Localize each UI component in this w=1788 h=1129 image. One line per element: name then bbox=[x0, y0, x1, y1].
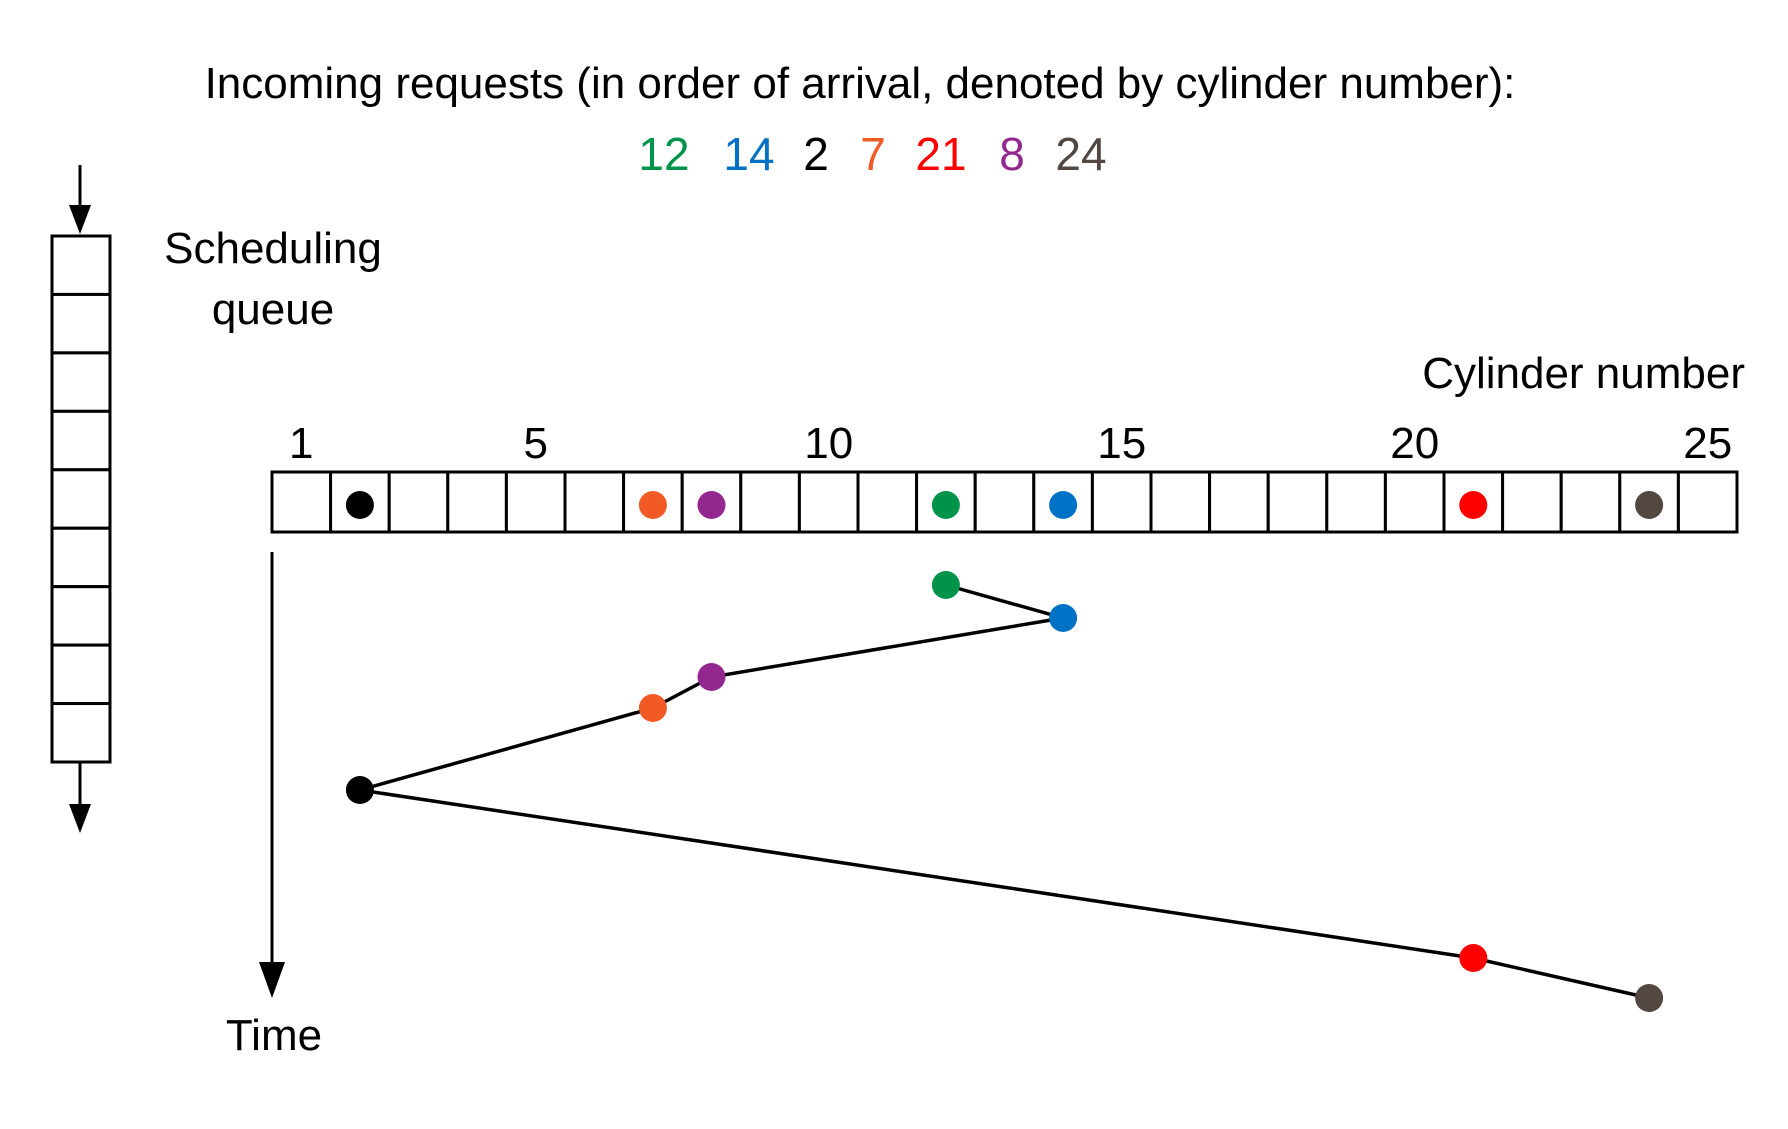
seek-point-21 bbox=[1459, 944, 1488, 972]
seek-point-12 bbox=[931, 571, 960, 599]
queue-slot bbox=[50, 702, 112, 764]
cylinder-tick-15: 15 bbox=[1097, 419, 1146, 468]
cylinder-cell-18 bbox=[1266, 470, 1329, 534]
request-item-21: 21 bbox=[915, 128, 966, 180]
seek-path-line bbox=[359, 583, 1650, 1000]
track-marker-21 bbox=[1459, 491, 1488, 519]
seek-point-14 bbox=[1049, 604, 1078, 632]
seek-point-2 bbox=[345, 776, 374, 804]
queue-slot bbox=[50, 234, 112, 296]
cylinder-cell-4 bbox=[446, 470, 508, 534]
cylinder-cell-6 bbox=[563, 470, 626, 534]
cylinder-cell-19 bbox=[1325, 470, 1387, 534]
cylinder-cell-15 bbox=[1090, 470, 1153, 534]
request-item-8: 8 bbox=[999, 128, 1025, 180]
cylinder-request-markers bbox=[345, 491, 1664, 519]
queue-slot bbox=[50, 585, 112, 647]
cylinder-cell-16 bbox=[1149, 470, 1212, 534]
cylinder-cell-10 bbox=[797, 470, 860, 534]
track-marker-8 bbox=[697, 491, 726, 519]
queue-slot bbox=[50, 468, 112, 530]
scheduling-queue bbox=[50, 165, 112, 833]
cylinder-tick-25: 25 bbox=[1683, 419, 1732, 468]
queue-slot bbox=[50, 351, 112, 413]
queue-label-line2: queue bbox=[212, 285, 334, 334]
seek-point-24 bbox=[1635, 984, 1664, 1012]
track-marker-24 bbox=[1635, 491, 1664, 519]
cylinder-tick-1: 1 bbox=[289, 419, 313, 468]
seek-point-7 bbox=[638, 694, 667, 722]
cylinder-cell-22 bbox=[1501, 470, 1563, 534]
queue-slot bbox=[50, 526, 112, 589]
cylinder-track bbox=[270, 470, 1739, 534]
cylinder-cell-3 bbox=[387, 470, 450, 534]
time-axis-arrowhead bbox=[259, 962, 285, 998]
queue-label-line1: Scheduling bbox=[164, 224, 382, 273]
seek-point-8 bbox=[697, 663, 726, 691]
queue-slots bbox=[50, 234, 112, 764]
cylinder-cell-25 bbox=[1676, 470, 1739, 534]
cylinder-tick-20: 20 bbox=[1390, 419, 1439, 468]
cylinder-tick-5: 5 bbox=[523, 419, 547, 468]
cylinder-cell-13 bbox=[973, 470, 1036, 534]
request-item-2: 2 bbox=[803, 128, 829, 180]
track-marker-12 bbox=[931, 491, 960, 519]
head-movement-path bbox=[345, 571, 1664, 1012]
queue-entry-arrowhead bbox=[69, 205, 91, 234]
diagram-title: Incoming requests (in order of arrival, … bbox=[205, 59, 1516, 108]
track-marker-7 bbox=[638, 491, 667, 519]
cylinder-axis-label: Cylinder number bbox=[1422, 349, 1745, 398]
cylinder-cell-11 bbox=[856, 470, 919, 534]
cylinder-cell-20 bbox=[1383, 470, 1446, 534]
cylinder-cell-5 bbox=[504, 470, 567, 534]
queue-slot bbox=[50, 643, 112, 706]
request-item-24: 24 bbox=[1055, 128, 1106, 180]
cylinder-cell-23 bbox=[1559, 470, 1622, 534]
track-marker-14 bbox=[1049, 491, 1078, 519]
request-item-12: 12 bbox=[638, 128, 689, 180]
cylinder-cell-1 bbox=[270, 470, 333, 534]
cylinder-cell-9 bbox=[739, 470, 801, 534]
queue-slot bbox=[50, 292, 112, 355]
track-marker-2 bbox=[345, 491, 374, 519]
queue-exit-arrowhead bbox=[69, 804, 91, 833]
request-item-7: 7 bbox=[860, 128, 886, 180]
time-axis-label: Time bbox=[226, 1011, 322, 1060]
cylinder-cell-17 bbox=[1208, 470, 1270, 534]
cylinder-tick-10: 10 bbox=[804, 419, 853, 468]
request-item-14: 14 bbox=[723, 128, 774, 180]
queue-slot bbox=[50, 409, 112, 472]
